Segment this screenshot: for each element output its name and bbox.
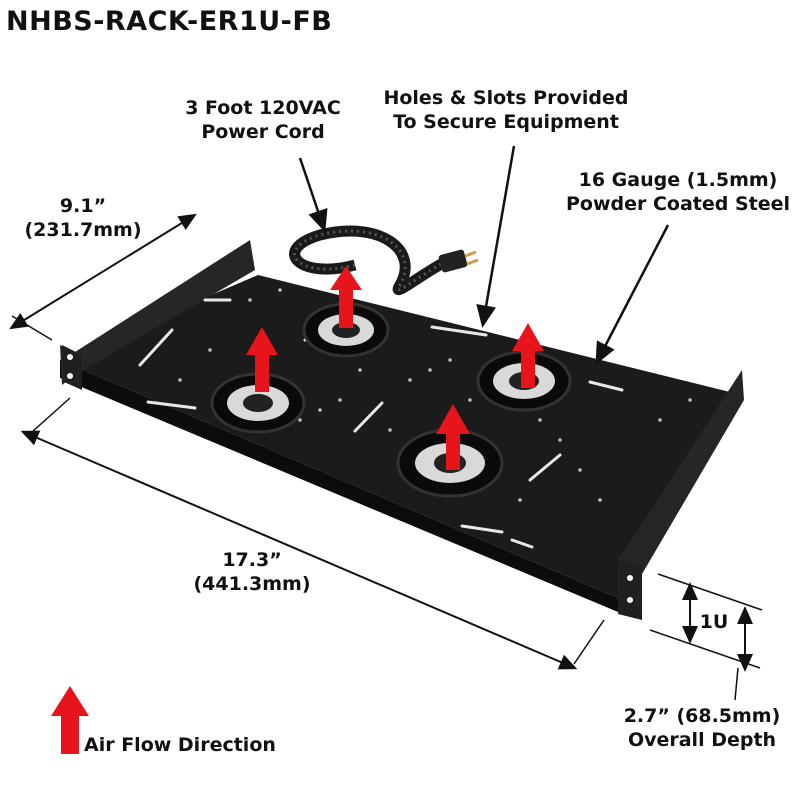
fan (210, 372, 306, 434)
power-cord-leader (298, 157, 328, 233)
airflow-arrow-icon (246, 327, 278, 392)
1u-label: 1U (699, 611, 729, 633)
holes-slots-leader (476, 145, 516, 328)
steel-label: 16 Gauge (1.5mm)Powder Coated Steel (565, 169, 791, 215)
left-ear (62, 345, 82, 390)
depth-dimension-label: 9.1”(231.7mm) (24, 195, 142, 241)
airflow-arrow-icon (512, 323, 544, 388)
airflow-legend-label: Air Flow Direction (84, 734, 276, 756)
plug-icon (438, 249, 468, 273)
legend-arrow-icon (51, 686, 89, 754)
steel-leader (595, 224, 670, 365)
product-title: NHBS-RACK-ER1U-FB (6, 6, 333, 37)
depth-dimension-line (9, 213, 197, 330)
right-ear (618, 560, 642, 620)
tray (60, 240, 744, 620)
power-cord (289, 225, 479, 296)
width-dimension-label: 17.3”(441.3mm) (193, 549, 311, 595)
width-dimension-line (20, 430, 578, 670)
airflow-arrow-icon (330, 266, 362, 328)
overall-depth-label: 2.7” (68.5mm)Overall Depth (623, 705, 781, 751)
